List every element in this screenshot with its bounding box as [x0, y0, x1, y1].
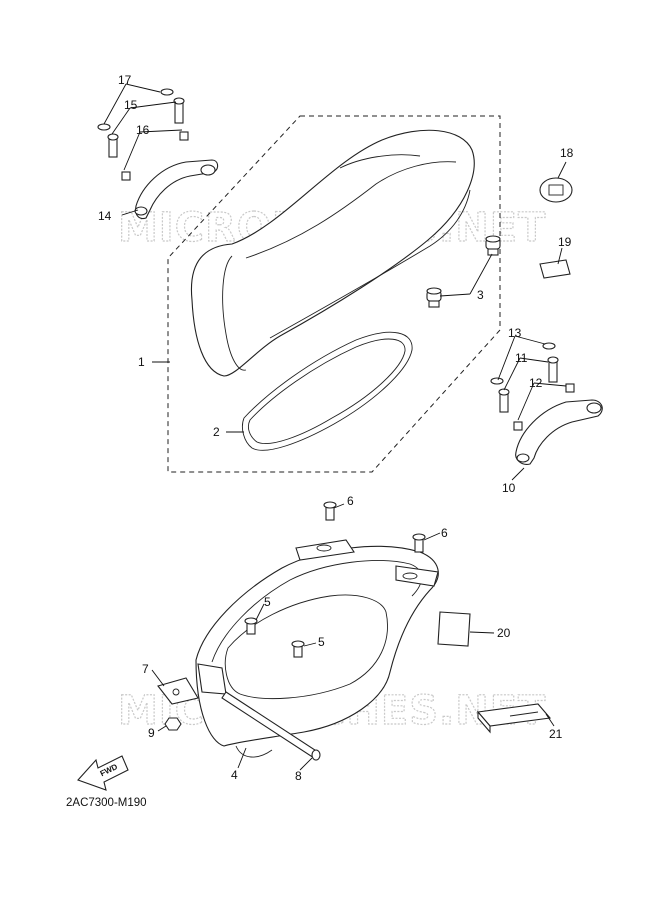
label-19: [539, 259, 571, 279]
callout-labels: 1 2 3 4 5 5 6 6 7 8 9 10 11 12 13 14 15 …: [98, 73, 574, 783]
callout-10: 10: [502, 481, 516, 495]
callout-14: 14: [98, 209, 112, 223]
callout-16: 16: [136, 123, 150, 137]
callout-19: 19: [558, 235, 572, 249]
callout-18: 18: [560, 146, 574, 160]
callout-21: 21: [549, 727, 563, 741]
callout-4: 4: [231, 768, 238, 782]
label-18: [539, 177, 573, 203]
bracket-7: [157, 677, 199, 705]
callout-3: 3: [477, 288, 484, 302]
seat: [190, 129, 475, 377]
helmet-box: [195, 539, 439, 758]
rubber-bumpers: [426, 235, 501, 308]
caps-left: [97, 88, 174, 131]
callout-1: 1: [138, 355, 145, 369]
seat-assembly-boundary: [167, 115, 501, 473]
callout-5b: 5: [318, 635, 325, 649]
seat-band: [241, 331, 413, 451]
fwd-arrow-icon: FWD: [77, 755, 129, 791]
caps-right: [490, 342, 556, 385]
callout-9: 9: [148, 726, 155, 740]
manual-21: [476, 703, 552, 734]
rod-8: [221, 691, 321, 761]
callout-17: 17: [118, 73, 132, 87]
callout-12: 12: [529, 376, 543, 390]
leader-lines: [103, 83, 567, 771]
figure-code: 2AC7300-M190: [66, 797, 147, 809]
callout-6a: 6: [347, 494, 354, 508]
decal-20: [437, 611, 471, 647]
callout-13: 13: [508, 326, 522, 340]
callout-7: 7: [142, 662, 149, 676]
handle-left: [134, 159, 219, 220]
bolts-right: [498, 356, 575, 431]
callout-2: 2: [213, 425, 220, 439]
bolts-box: [244, 501, 426, 658]
bolts-left: [107, 97, 189, 181]
callout-15: 15: [124, 98, 138, 112]
callout-6b: 6: [441, 526, 448, 540]
callout-20: 20: [497, 626, 511, 640]
callout-11: 11: [515, 351, 528, 365]
nut-9: [164, 717, 182, 731]
handle-right: [515, 399, 603, 465]
callout-8: 8: [295, 769, 302, 783]
callout-5a: 5: [264, 595, 271, 609]
